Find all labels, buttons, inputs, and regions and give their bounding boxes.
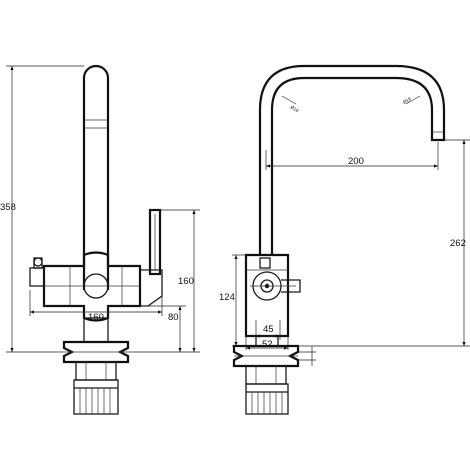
front-threaded-nut [75,361,117,381]
dim-label-52: 52 [262,339,273,350]
dim-left-height: 358 [0,65,84,353]
front-handle-base [139,269,163,307]
dim-label-160-width: 160 [88,312,104,323]
dim-reach: 200 [265,142,439,170]
dim-body-height: 124 [219,254,246,347]
dia-label-left: Ø18 [290,105,300,114]
front-handle-lever [148,208,162,276]
diameter-leader-left [281,95,297,105]
side-hoses [245,383,289,415]
dim-label-124: 124 [219,292,235,303]
side-spout [258,64,446,255]
dim-flange-thickness [298,346,316,366]
dim-inner-width: 45 [255,320,281,340]
front-spout [82,64,110,290]
dim-label-80: 80 [168,312,179,323]
side-mounting-flange [232,344,300,368]
dim-spout-height: 262 [298,139,470,347]
front-left-knob [29,267,45,287]
front-body [42,251,142,322]
dim-label-160-height: 160 [178,276,194,287]
dim-label-262: 262 [450,238,466,249]
dim-outer-width: 52 [245,336,289,350]
dim-label-45: 45 [263,324,274,335]
dia-label-right: Ø18 [402,96,412,105]
dim-base-height: 80 [140,305,186,352]
side-threaded-nut [245,365,287,385]
dim-handle-height: 160 [128,209,200,353]
side-top-knob [259,257,271,269]
dim-label-358: 358 [0,202,16,213]
front-mounting-flange [62,340,130,364]
dim-label-200: 200 [348,156,364,167]
diameter-leader-right [405,95,421,105]
front-view: 358 160 80 160 [0,64,200,415]
side-view: Ø18 Ø18 [219,64,470,415]
knob-indicator-icon [33,257,43,267]
side-handle-stub [281,279,301,293]
body-center-circle [83,273,109,299]
dim-base-width: 160 [29,290,163,323]
front-hoses [73,379,119,415]
